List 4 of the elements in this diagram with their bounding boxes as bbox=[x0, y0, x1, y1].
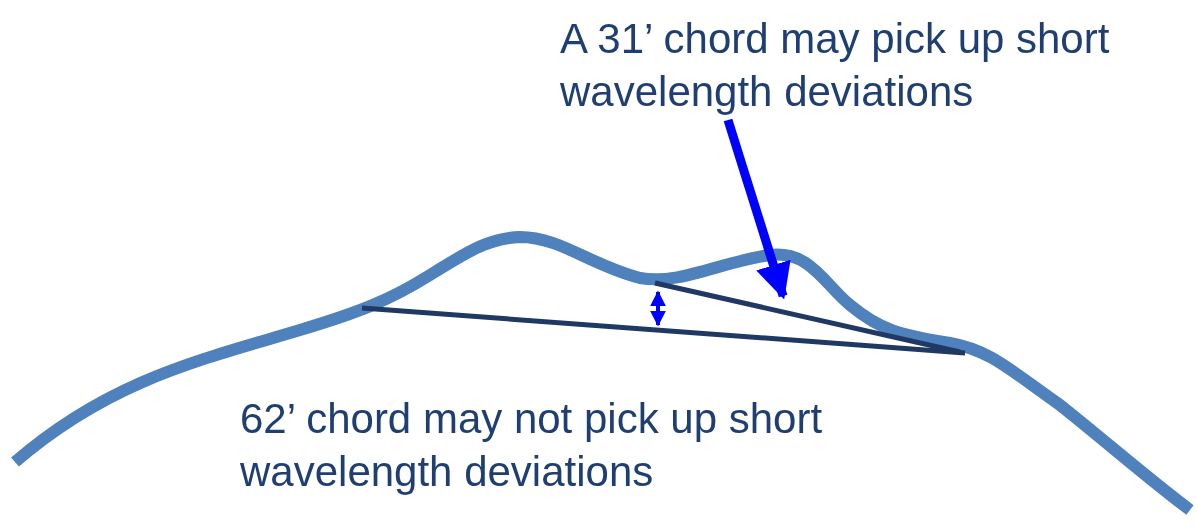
chord-line bbox=[654, 280, 961, 355]
note-text: 62’ chord may not pick up short wavelength deviations bbox=[240, 394, 824, 497]
arrow bbox=[723, 118, 791, 300]
callout-text: A 31’ chord may pick up short wavelength deviations bbox=[560, 12, 1195, 118]
